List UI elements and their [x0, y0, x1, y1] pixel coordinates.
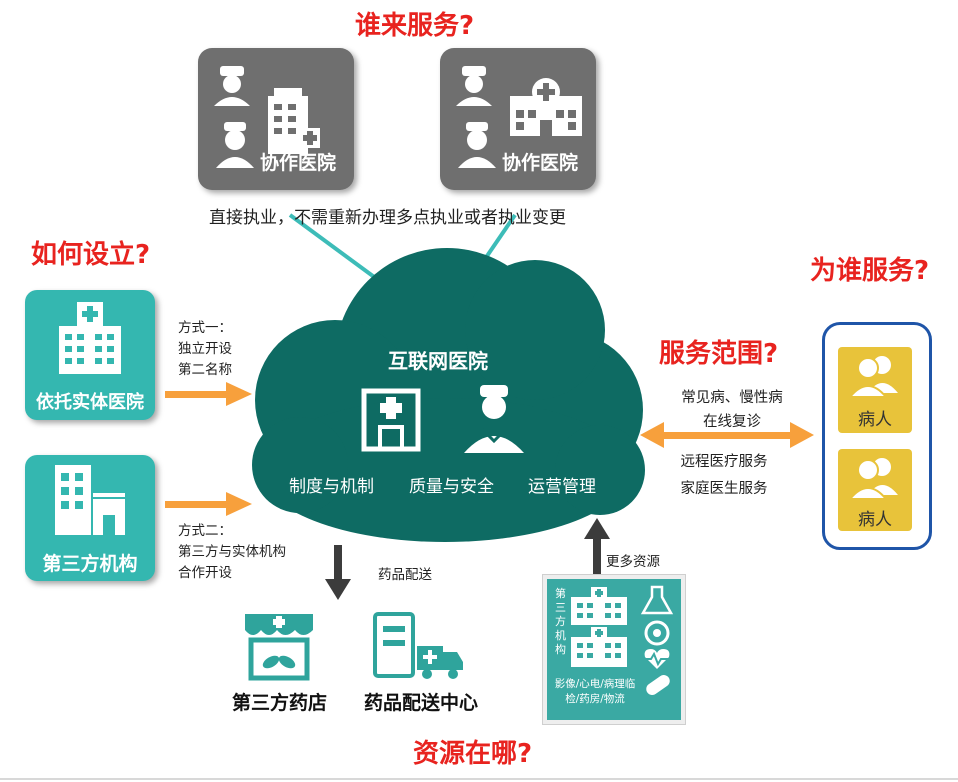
- delivery-center-label: 药品配送中心: [364, 692, 479, 714]
- collab-hospital-label: 协作医院: [260, 152, 337, 174]
- office-building-icon: [55, 465, 125, 535]
- hospital-building-icon: [361, 388, 421, 452]
- resource-side-char: 构: [555, 643, 566, 656]
- cloud-title: 互联网医院: [388, 349, 488, 373]
- hospital-buildings-icon: [571, 587, 627, 667]
- arrow-service-scope: [640, 422, 814, 448]
- patients-frame: [822, 322, 932, 550]
- cloud-item-operation: 运营管理: [528, 477, 596, 497]
- doctor-nurse-hospital-icon: [214, 66, 320, 168]
- cloud-item-system: 制度与机制: [289, 477, 374, 497]
- resource-bottom-line: 检/药房/物流: [565, 693, 625, 705]
- third-party-label: 第三方机构: [42, 553, 138, 575]
- third-party-card: 第三方机构: [25, 455, 155, 581]
- service-line: 在线复诊: [703, 414, 761, 430]
- service-text-bottom: 远程医疗服务 家庭医生服务: [664, 449, 784, 503]
- doctor-nurse-hospital-icon: [456, 66, 582, 168]
- arrow-more-resources: [584, 518, 610, 575]
- service-line: 家庭医生服务: [680, 481, 768, 497]
- question-how-setup: 如何设立?: [31, 240, 151, 270]
- method1-line: 方式一：: [178, 320, 232, 336]
- method2-text: 方式二： 第三方与实体机构 合作开设: [178, 521, 286, 584]
- method2-line: 合作开设: [178, 565, 232, 581]
- resource-side-char: 三: [555, 601, 566, 614]
- resource-side-char: 第: [555, 587, 566, 600]
- collab-hospital-card-1: 协作医院: [198, 48, 354, 190]
- method2-line: 方式二：: [178, 523, 232, 539]
- question-resources: 资源在哪?: [413, 739, 533, 769]
- doctor-icon: [464, 385, 524, 453]
- more-resources-label: 更多资源: [606, 554, 660, 570]
- collab-note: 直接执业，不需重新办理多点执业或者执业变更: [209, 208, 566, 228]
- resource-side-char: 方: [555, 615, 566, 628]
- people-icon: [848, 356, 898, 397]
- collab-hospital-label: 协作医院: [502, 152, 579, 174]
- question-serve-whom: 为谁服务?: [810, 256, 930, 286]
- question-scope: 服务范围?: [659, 339, 779, 369]
- medical-tools-icon: [640, 585, 674, 696]
- patient-label: 病人: [858, 510, 892, 530]
- question-who-serves: 谁来服务?: [355, 11, 475, 41]
- hospital-icon: [59, 302, 121, 374]
- cloud-item-quality: 质量与安全: [409, 477, 494, 497]
- service-line: 常见病、慢性病: [681, 390, 783, 406]
- patient-card-1: 病人: [838, 347, 912, 433]
- people-icon: [848, 458, 898, 499]
- patient-card-2: 病人: [838, 449, 912, 531]
- patient-label: 病人: [858, 410, 892, 430]
- delivery-truck-icon: [373, 612, 463, 679]
- third-party-resource-card: 第 三 方 机 构 影像/心电/病理临 检/药房/物流: [543, 575, 685, 724]
- resource-side-text: 第 三 方 机 构: [555, 587, 569, 657]
- method1-text: 方式一： 独立开设 第二名称: [178, 318, 232, 381]
- arrow-method1: [165, 382, 252, 406]
- arrow-collab1-to-cloud: [288, 213, 394, 291]
- resource-bottom-text: 影像/心电/病理临 检/药房/物流: [551, 677, 639, 707]
- bottom-divider: [0, 778, 958, 780]
- service-text-top: 常见病、慢性病 在线复诊: [672, 386, 792, 434]
- entity-hospital-card: 依托实体医院: [25, 290, 155, 420]
- entity-hospital-label: 依托实体医院: [36, 392, 144, 413]
- internet-hospital-cloud: [252, 248, 645, 542]
- method2-line: 第三方与实体机构: [178, 544, 286, 560]
- collab-hospital-card-2: 协作医院: [440, 48, 596, 190]
- method1-line: 第二名称: [178, 362, 232, 378]
- service-line: 远程医疗服务: [680, 454, 768, 470]
- method1-line: 独立开设: [178, 341, 232, 357]
- arrow-drug-delivery: [325, 545, 351, 600]
- resource-bottom-line: 影像/心电/病理临: [554, 678, 636, 690]
- drug-delivery-label: 药品配送: [378, 567, 432, 583]
- pharmacy-label: 第三方药店: [232, 692, 328, 714]
- resource-side-char: 机: [555, 629, 566, 642]
- pharmacy-store-icon: [245, 614, 313, 681]
- arrow-method2: [165, 492, 252, 516]
